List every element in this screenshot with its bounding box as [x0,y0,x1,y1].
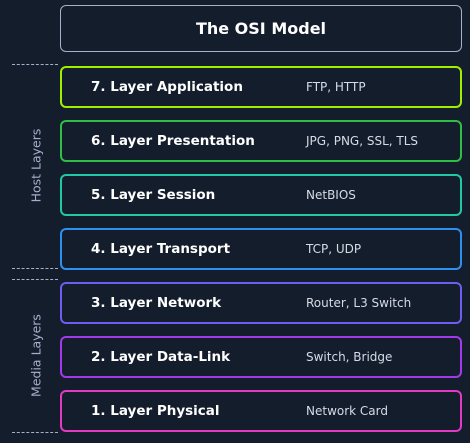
layer-7-application: 7. Layer Application FTP, HTTP [60,66,462,108]
host-layers-label: Host Layers [28,128,44,203]
diagram-title: The OSI Model [60,5,462,52]
layer-3-network: 3. Layer Network Router, L3 Switch [60,282,462,324]
layer-protocols: JPG, PNG, SSL, TLS [306,134,419,148]
bottom-divider [12,432,58,433]
layer-protocols: FTP, HTTP [306,80,366,94]
layer-2-data-link: 2. Layer Data-Link Switch, Bridge [60,336,462,378]
layer-5-session: 5. Layer Session NetBIOS [60,174,462,216]
layer-1-physical: 1. Layer Physical Network Card [60,390,462,432]
layer-name: 1. Layer Physical [91,403,220,419]
layer-name: 5. Layer Session [91,187,216,203]
top-divider [12,64,58,65]
media-layers-label: Media Layers [28,314,44,397]
layer-protocols: Router, L3 Switch [306,296,412,310]
layer-protocols: TCP, UDP [306,242,362,256]
layer-name: 7. Layer Application [91,79,243,95]
layer-protocols: Switch, Bridge [306,350,393,364]
layer-protocols: Network Card [306,404,388,418]
layer-protocols: NetBIOS [306,188,356,202]
layer-4-transport: 4. Layer Transport TCP, UDP [60,228,462,270]
layer-name: 4. Layer Transport [91,241,231,257]
media-divider-2 [12,279,58,280]
layer-6-presentation: 6. Layer Presentation JPG, PNG, SSL, TLS [60,120,462,162]
layer-name: 3. Layer Network [91,295,222,311]
host-media-divider [12,268,58,269]
layer-name: 2. Layer Data-Link [91,349,231,365]
layer-name: 6. Layer Presentation [91,133,255,149]
